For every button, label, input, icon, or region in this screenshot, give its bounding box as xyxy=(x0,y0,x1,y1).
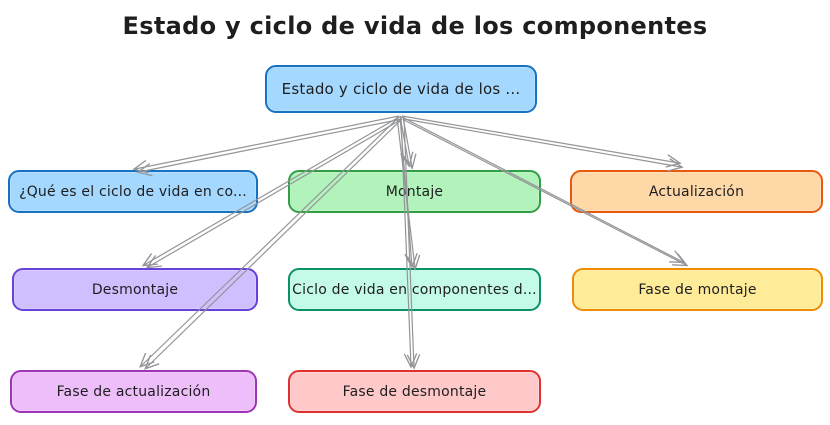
node-desmontaje[interactable]: Desmontaje xyxy=(12,268,258,311)
node-que-es-el-ciclo[interactable]: ¿Qué es el ciclo de vida en co... xyxy=(8,170,258,213)
arrow-root-to-que-es xyxy=(132,115,403,177)
node-ciclo-componentes[interactable]: Ciclo de vida en componentes d... xyxy=(288,268,541,311)
arrow-root-to-fase-desmontaje xyxy=(400,115,421,370)
node-actualizacion[interactable]: Actualización xyxy=(570,170,823,213)
arrow-root-to-montaje xyxy=(399,115,417,170)
node-montaje[interactable]: Montaje xyxy=(288,170,541,213)
arrow-root-to-fase-actualizacion xyxy=(139,116,403,370)
node-fase-montaje[interactable]: Fase de montaje xyxy=(572,268,823,311)
node-fase-desmontaje[interactable]: Fase de desmontaje xyxy=(288,370,541,413)
node-root-estado-ciclo[interactable]: Estado y ciclo de vida de los ... xyxy=(265,65,537,113)
arrow-root-to-actualizacion xyxy=(401,115,684,172)
diagram-title: Estado y ciclo de vida de los componente… xyxy=(122,12,708,40)
node-fase-actualizacion[interactable]: Fase de actualización xyxy=(10,370,257,413)
